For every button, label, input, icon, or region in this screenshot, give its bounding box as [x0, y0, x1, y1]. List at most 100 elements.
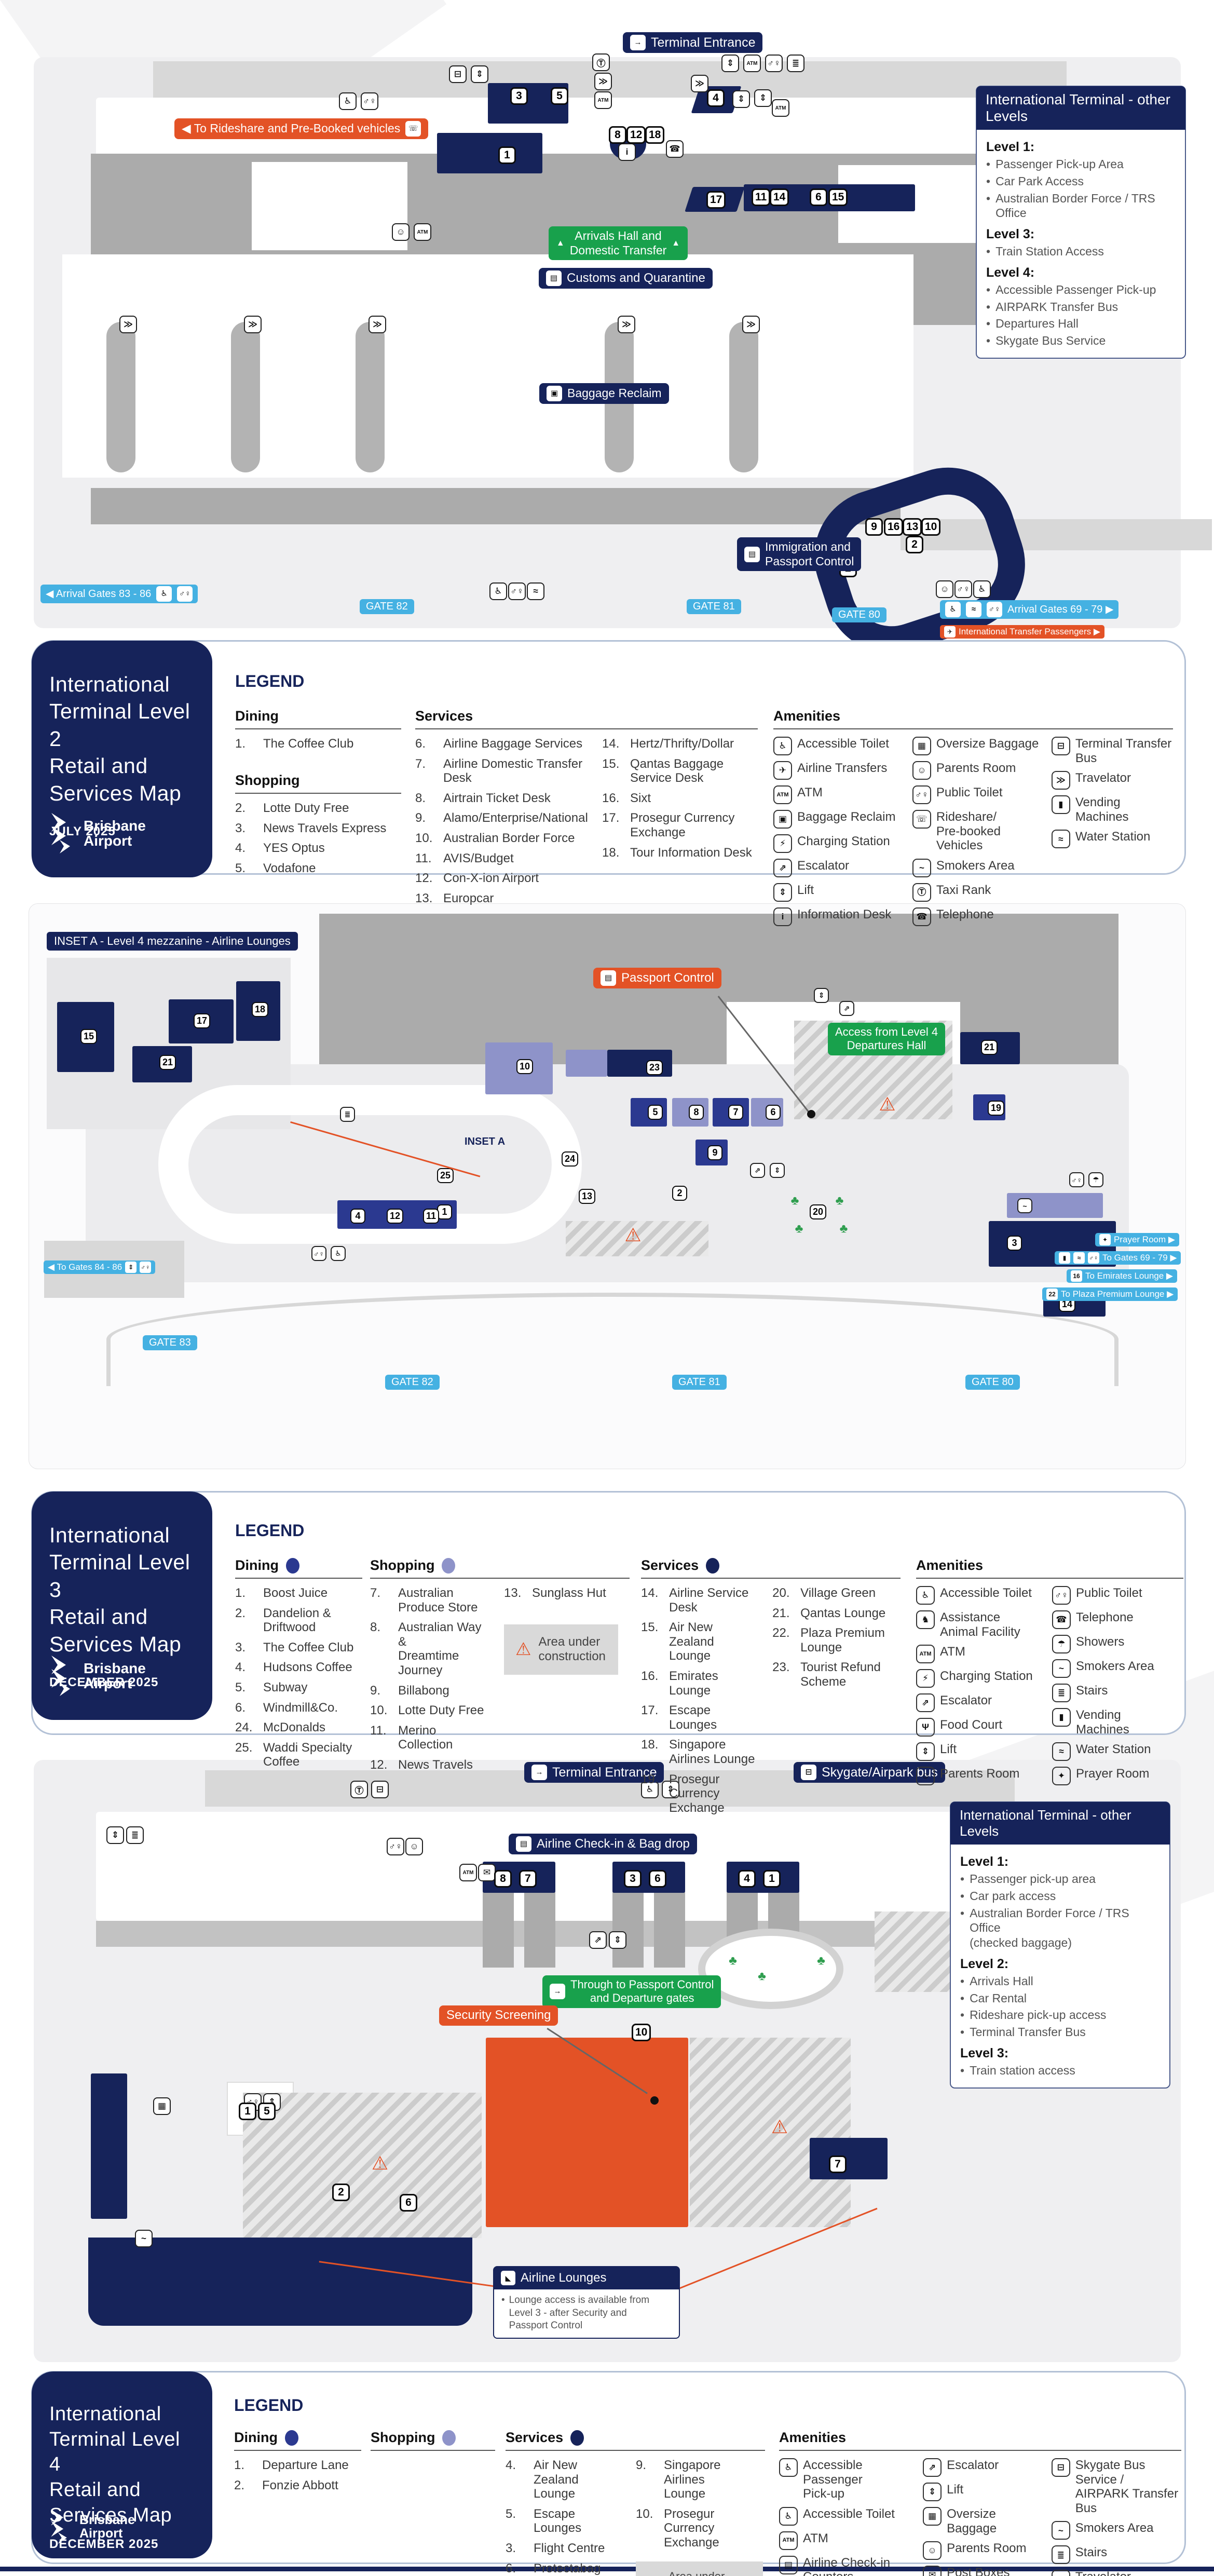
map-marker-24: 24: [562, 1151, 579, 1167]
lift-icon: ⇕: [662, 1781, 679, 1798]
legend-item: 6.Airline Baggage Services: [415, 737, 583, 751]
map-marker-10: 10: [632, 2024, 651, 2041]
oversize-icon: ▦: [153, 2097, 171, 2115]
dining-dot: [285, 1557, 299, 1574]
plane-icon: ✈: [773, 761, 792, 780]
brisbane-airport-logo: Brisbane Airport: [49, 2510, 135, 2544]
legend-item: 20.Village Green: [772, 1586, 876, 1600]
map-marker-18: 18: [252, 1002, 269, 1017]
map-marker-3: 3: [510, 87, 528, 105]
legend-item: 14.Airline Service Desk: [641, 1586, 749, 1615]
legend-amenity-item: ≈Water Station: [1051, 830, 1173, 849]
map-level3: INSET A - Level 4 mezzanine - Airline Lo…: [29, 883, 1186, 1485]
logo-text: Brisbane Airport: [79, 2512, 135, 2541]
transfer-icon: ✈: [944, 626, 956, 638]
legend-amenity-item: ≣Stairs: [1051, 2545, 1181, 2565]
legend-item: 6.Protectabag Luggage Wrap: [506, 2561, 615, 2576]
legend-item: 9.Alamo/Enterprise/National: [415, 811, 588, 825]
legend-item: 17.Prosegur Currency Exchange: [602, 811, 735, 839]
map-marker-5: 5: [648, 1105, 663, 1120]
legend-item: 4.Air New Zealand Lounge: [506, 2458, 579, 2501]
legend-item: 12.News Travels: [370, 1757, 473, 1772]
public-toilet-icon: ♂♀: [1088, 1252, 1099, 1264]
inset-a-title: INSET A - Level 4 mezzanine - Airline Lo…: [54, 934, 291, 947]
legend-dining: Dining 1.The Coffee Club: [235, 708, 401, 757]
services-header: Services: [641, 1557, 901, 1579]
other-levels-list: Level 1:•Passenger pick-up area•Car park…: [951, 1844, 1169, 2087]
to-gates-69-79-label: To Gates 69 - 79 ▶: [1102, 1252, 1177, 1263]
legend-item: 8.Airtrain Ticket Desk: [415, 791, 551, 805]
travelator-icon: ≫: [691, 75, 708, 92]
vending-icon: ▮: [1051, 795, 1070, 815]
legend-item: 10.Australian Border Force: [415, 831, 575, 845]
page-title: International Terminal Level 2 Retail an…: [49, 672, 190, 805]
legend-item: 2.Dandelion & Driftwood: [235, 1606, 331, 1635]
map-marker-12: 12: [387, 1209, 404, 1224]
lift-icon: ⇕: [770, 1163, 785, 1178]
legend-amenity-item: ☺Parents Room: [912, 761, 1039, 780]
legend-item: 21.Qantas Lounge: [772, 1606, 886, 1620]
parents-icon: ☺: [916, 1767, 935, 1786]
legend-item: 10.Prosegur Currency Exchange: [636, 2506, 719, 2550]
bullet-item: •Departures Hall: [986, 317, 1079, 331]
toilet-icon: ♂♀: [954, 580, 972, 598]
to-emirates-lounge-pill: 16 To Emirates Lounge ▶: [1067, 1269, 1177, 1283]
to-gates-69-79-pill: ▮ ≈ ♂♀ To Gates 69 - 79 ▶: [1055, 1251, 1181, 1265]
taxi-icon: Ⓣ: [912, 883, 931, 902]
legend-amenity-item: ☺Parents Room: [916, 1767, 1041, 1786]
services-header: Services: [415, 708, 758, 729]
dining-header: Dining: [234, 2430, 361, 2451]
legend-amenity-item: ♿Accessible Toilet: [779, 2506, 911, 2526]
water-icon: ≈: [1052, 1742, 1071, 1761]
legend-amenity-item: ▮Vending Machines: [1052, 1708, 1177, 1737]
legend-amenity-item: ✈Airline Transfers: [773, 761, 900, 780]
phone-icon: ☎: [912, 907, 931, 926]
water-icon: ≈: [1051, 830, 1070, 849]
public-toilet-icon: ♂♀: [987, 602, 1002, 617]
map-marker-20: 20: [810, 1204, 827, 1219]
escalator-icon: ⇗: [923, 2458, 942, 2477]
bullet-item: •Train Station Access: [986, 245, 1104, 258]
logo-icon: [51, 813, 70, 853]
legend-item: 7.Airline Domestic Transfer Desk: [415, 756, 583, 785]
charging-icon: ⚡: [773, 834, 792, 853]
charging-icon: ⚡: [916, 1669, 935, 1688]
map-marker-15: 15: [80, 1029, 98, 1044]
map-marker-3: 3: [1007, 1236, 1022, 1251]
map-marker-2: 2: [672, 1186, 687, 1201]
legend-amenity-item: ▤Airline Check-in Counters: [779, 2555, 911, 2576]
post-icon: ✉: [923, 2566, 942, 2576]
map-marker-11: 11: [752, 188, 771, 206]
map-marker-6: 6: [810, 188, 827, 206]
accessible-icon: ♿: [339, 92, 357, 110]
atm-icon: ATM: [743, 55, 761, 72]
travelator-icon: ≫: [369, 316, 386, 333]
map-marker-1: 1: [763, 1870, 781, 1888]
security-screening-pill: Security Screening: [439, 2005, 558, 2026]
legend-item: 13.Sunglass Hut: [504, 1586, 606, 1600]
food-icon: Ψ: [916, 1718, 935, 1737]
tree-icon: ♣: [835, 1193, 844, 1208]
legend-amenity-item: ≫Travelator: [1051, 771, 1173, 790]
other-levels-title: International Terminal - other Levels: [950, 1802, 1170, 1845]
legend-item: 4.YES Optus: [235, 841, 325, 856]
other-levels-box: International Terminal - other Levels Le…: [976, 86, 1186, 359]
access-level4-label: Access from Level 4 Departures Hall: [835, 1025, 938, 1052]
legend-amenity-item: ⊟Skygate Bus Service / AIRPARK Transfer …: [1051, 2458, 1181, 2515]
legend-amenity-item: ♂♀Public Toilet: [912, 785, 1039, 804]
map-marker-13: 13: [579, 1189, 596, 1204]
customs-label: Customs and Quarantine: [567, 270, 705, 285]
construction-area: [690, 2038, 851, 2227]
map-date: DECEMBER 2025: [49, 2537, 159, 2552]
gate-82-label: GATE 82: [385, 1375, 440, 1390]
toilet-icon: ♂♀: [311, 1246, 326, 1261]
legend-amenity-item: ⇗Escalator: [923, 2458, 1040, 2477]
map-marker-6: 6: [400, 2194, 417, 2212]
warning-icon: ⚠: [771, 2116, 788, 2137]
travelator-icon: ≫: [742, 316, 760, 333]
